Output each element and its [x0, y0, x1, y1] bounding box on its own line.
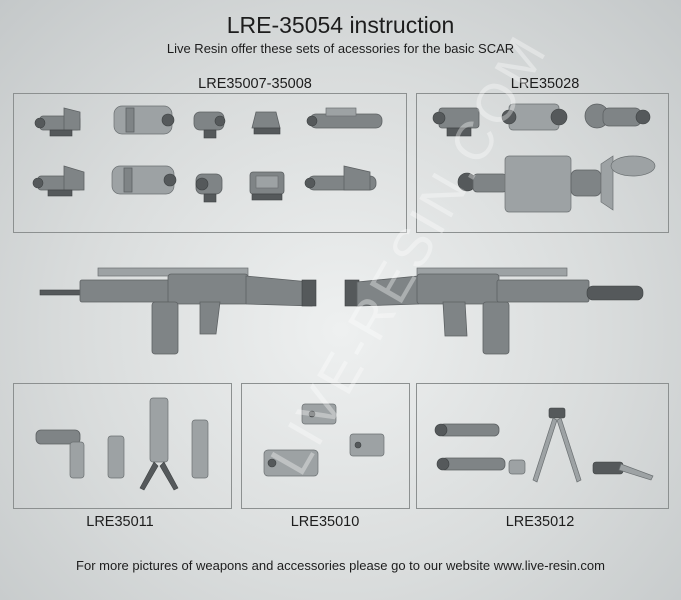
- page-title: LRE-35054 instruction: [226, 12, 455, 38]
- panel-night-sights: [416, 93, 669, 233]
- panel-label-optics: LRE35007-35008: [198, 76, 312, 92]
- panel-label-night-sights: LRE35028: [510, 76, 580, 92]
- compact-sight: [432, 107, 480, 137]
- magnifier-2: [195, 173, 223, 203]
- panel-label-grips: LRE35011: [86, 514, 154, 530]
- elcan-scope-1: [113, 105, 175, 135]
- reflex-sight-1: [251, 111, 281, 135]
- grip-illustrations: [35, 397, 209, 491]
- elcan-scope-2: [111, 165, 177, 195]
- bipod-grip: [139, 397, 179, 491]
- laser-module-small: [301, 403, 337, 425]
- rail-scope-1: [306, 107, 383, 129]
- acog-scope-1: [34, 107, 81, 137]
- light-bipod-illustrations: [434, 407, 654, 483]
- panel-optics: [13, 93, 407, 233]
- laser-module-illustrations: [263, 403, 385, 477]
- panel-grips: [13, 383, 232, 509]
- weapon-light-1: [434, 423, 500, 437]
- laser-module-medium: [349, 433, 385, 457]
- thermal-sight: [501, 103, 568, 131]
- night-vision-monocular: [584, 103, 651, 129]
- holo-sight: [249, 171, 285, 201]
- short-grip: [107, 435, 125, 479]
- optics-illustrations: [32, 105, 383, 203]
- large-thermal-imager: [457, 155, 656, 213]
- panel-label-lights-bipods: LRE35012: [505, 514, 575, 530]
- laser-module-large: [263, 449, 319, 477]
- page-subtitle: Live Resin offer these sets of acessorie…: [166, 41, 515, 56]
- scar-rifle-left: [39, 267, 317, 355]
- panel-label-laser-modules: LRE35010: [290, 514, 360, 530]
- magnifier-1: [193, 111, 226, 139]
- rail-scope-2: [304, 165, 377, 191]
- panel-lights-bipods: [416, 383, 669, 509]
- flashlight-grip: [35, 429, 85, 479]
- weapon-light-2: [436, 457, 526, 475]
- long-grip: [191, 419, 209, 479]
- footer-text: For more pictures of weapons and accesso…: [76, 558, 605, 573]
- bipod-1: [532, 407, 582, 483]
- night-sight-illustrations: [432, 103, 656, 213]
- bipod-2: [592, 461, 654, 481]
- panel-laser-modules: [241, 383, 410, 509]
- scar-rifle-right: [344, 267, 644, 355]
- acog-scope-2: [32, 165, 85, 197]
